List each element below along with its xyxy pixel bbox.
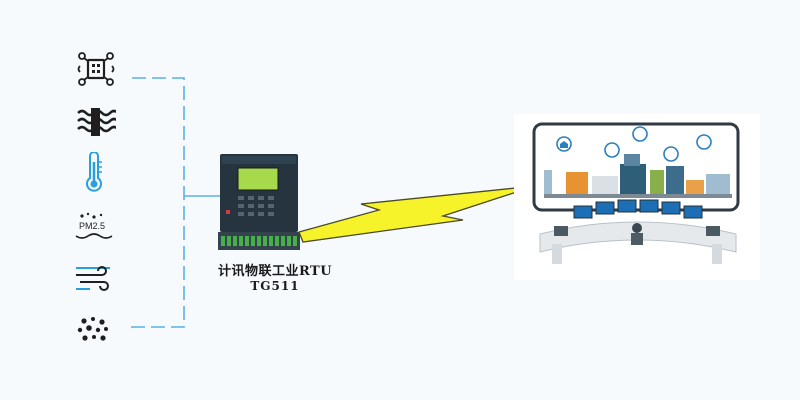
pm25-label: PM2.5 — [79, 221, 106, 231]
temperature-icon — [86, 152, 102, 192]
water-level-icon — [77, 108, 116, 136]
wind-icon — [76, 266, 110, 291]
device-model: TG511 — [250, 279, 300, 293]
device-name-line1: 计讯物联工业RTU — [217, 264, 333, 279]
control-center-illustration — [514, 114, 760, 280]
monitor-icon — [632, 126, 648, 142]
cloud-icon — [663, 146, 679, 162]
gear-network-icon — [604, 142, 620, 158]
lightning-bolt-icon — [298, 185, 536, 243]
city-skyline — [544, 154, 732, 198]
rtu-device — [218, 154, 300, 250]
rtu-screen — [237, 167, 279, 191]
operator-desk — [539, 199, 737, 264]
pm25-dots-icon — [75, 212, 113, 239]
monitor-icon-2 — [696, 134, 712, 150]
home-icon — [556, 136, 572, 152]
sensor-bus-line — [128, 77, 185, 328]
gas-sensor-icon — [77, 52, 115, 86]
dust-particles-icon — [77, 317, 108, 341]
pm25-icon: PM2.5 — [74, 212, 114, 242]
